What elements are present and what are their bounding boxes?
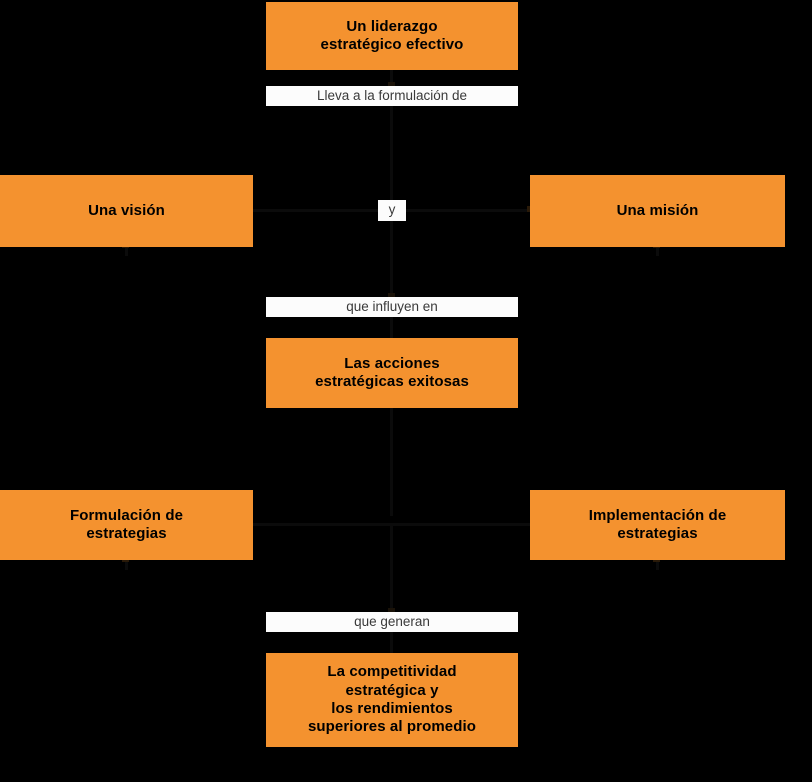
connector-center-to-generan bbox=[390, 525, 393, 613]
node-formulacion-de-estrategias[interactable]: Formulación de estrategias bbox=[0, 490, 253, 560]
connector-formulacion-down bbox=[125, 560, 128, 570]
connector-implementacion-down bbox=[656, 560, 659, 570]
node-una-vision[interactable]: Una visión bbox=[0, 175, 253, 247]
connector-acciones-down bbox=[390, 406, 393, 516]
node-liderazgo-estrategico[interactable]: Un liderazgo estratégico efectivo bbox=[266, 2, 518, 70]
node-una-mision[interactable]: Una misión bbox=[530, 175, 785, 247]
connector-generan-to-competitividad bbox=[390, 631, 393, 653]
connector-vision-down bbox=[125, 246, 128, 256]
connector-mision-down bbox=[656, 246, 659, 256]
edge-label-que-influyen-en: que influyen en bbox=[266, 297, 518, 317]
edge-label-lleva-a-la-formulacion-de: Lleva a la formulación de bbox=[266, 86, 518, 106]
connector-lower-split-horizontal bbox=[125, 523, 657, 526]
connector-lleva-to-split bbox=[390, 104, 393, 211]
node-competitividad-estrategica[interactable]: La competitividad estratégica y los rend… bbox=[266, 653, 518, 747]
connector-center-to-influyen bbox=[390, 212, 393, 298]
node-acciones-estrategicas[interactable]: Las acciones estratégicas exitosas bbox=[266, 338, 518, 408]
edge-label-que-generan: que generan bbox=[266, 612, 518, 632]
connector-liderazgo-to-lleva bbox=[390, 68, 393, 88]
edge-label-y: y bbox=[378, 200, 406, 221]
arrow-into-lleva bbox=[388, 82, 395, 88]
node-implementacion-de-estrategias[interactable]: Implementación de estrategias bbox=[530, 490, 785, 560]
connector-influyen-to-acciones bbox=[390, 316, 393, 338]
arrow-into-influyen bbox=[388, 293, 395, 299]
arrow-into-generan bbox=[388, 608, 395, 614]
